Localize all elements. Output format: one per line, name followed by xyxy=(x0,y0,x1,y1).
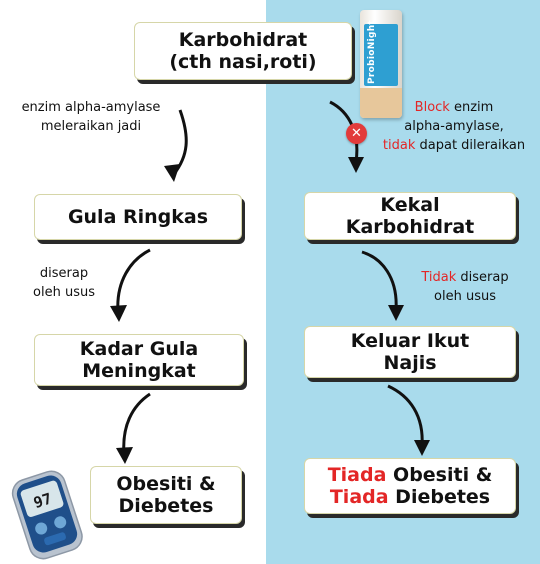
right-arrow-2 xyxy=(361,250,404,321)
blood-sugar-line1: Kadar Gula xyxy=(79,338,199,360)
right-note-not-absorbed: Tidak diserap oleh usus xyxy=(421,270,509,304)
left-arrow-1 xyxy=(164,109,188,182)
carbohydrate-box: Karbohidrat (cth nasi,roti) xyxy=(134,22,352,80)
simple-sugar-label: Gula Ringkas xyxy=(67,206,209,228)
carbohydrate-example: (cth nasi,roti) xyxy=(169,51,317,73)
blood-sugar-line2: Meningkat xyxy=(82,360,196,382)
meter-reading: 97 xyxy=(31,489,54,512)
obesity-label-left: Obesiti & xyxy=(116,473,216,495)
obesity-diabetes-box-left: Obesiti & Diebetes xyxy=(90,466,242,524)
unchanged-carb-line2: Karbohidrat xyxy=(345,216,475,238)
probionight-product-image: ProbioNight xyxy=(360,10,402,118)
product-brand-label: ProbioNight xyxy=(367,20,377,84)
no-diabetes-label: Tiada Diebetes xyxy=(329,486,491,508)
obesity-diabetes-box-right: Tiada Obesiti & Tiada Diebetes xyxy=(304,458,516,514)
simple-sugar-box: Gula Ringkas xyxy=(34,194,242,240)
unchanged-carb-line1: Kekal xyxy=(380,194,440,216)
left-note-absorbed: diserap oleh usus xyxy=(33,266,95,300)
no-obesity-label: Tiada Obesiti & xyxy=(327,464,493,486)
excreted-line1: Keluar Ikut xyxy=(350,330,470,352)
left-note-enzyme: enzim alpha-amylase meleraikan jadi xyxy=(21,100,161,134)
excreted-box: Keluar Ikut Najis xyxy=(304,326,516,378)
left-arrow-2 xyxy=(110,248,151,322)
blood-sugar-box: Kadar Gula Meningkat xyxy=(34,334,244,386)
carbohydrate-label: Karbohidrat xyxy=(178,29,308,51)
diabetes-label-left: Diebetes xyxy=(118,495,214,517)
glucose-meter-icon: 97 xyxy=(11,470,83,560)
x-circle-icon: ✕ xyxy=(346,123,367,144)
right-note-block: Block enzim alpha-amylase, tidak dapat d… xyxy=(382,100,526,153)
excreted-line2: Najis xyxy=(383,352,437,374)
right-arrow-3 xyxy=(387,384,430,456)
unchanged-carb-box: Kekal Karbohidrat xyxy=(304,192,516,240)
left-arrow-3 xyxy=(116,392,151,464)
